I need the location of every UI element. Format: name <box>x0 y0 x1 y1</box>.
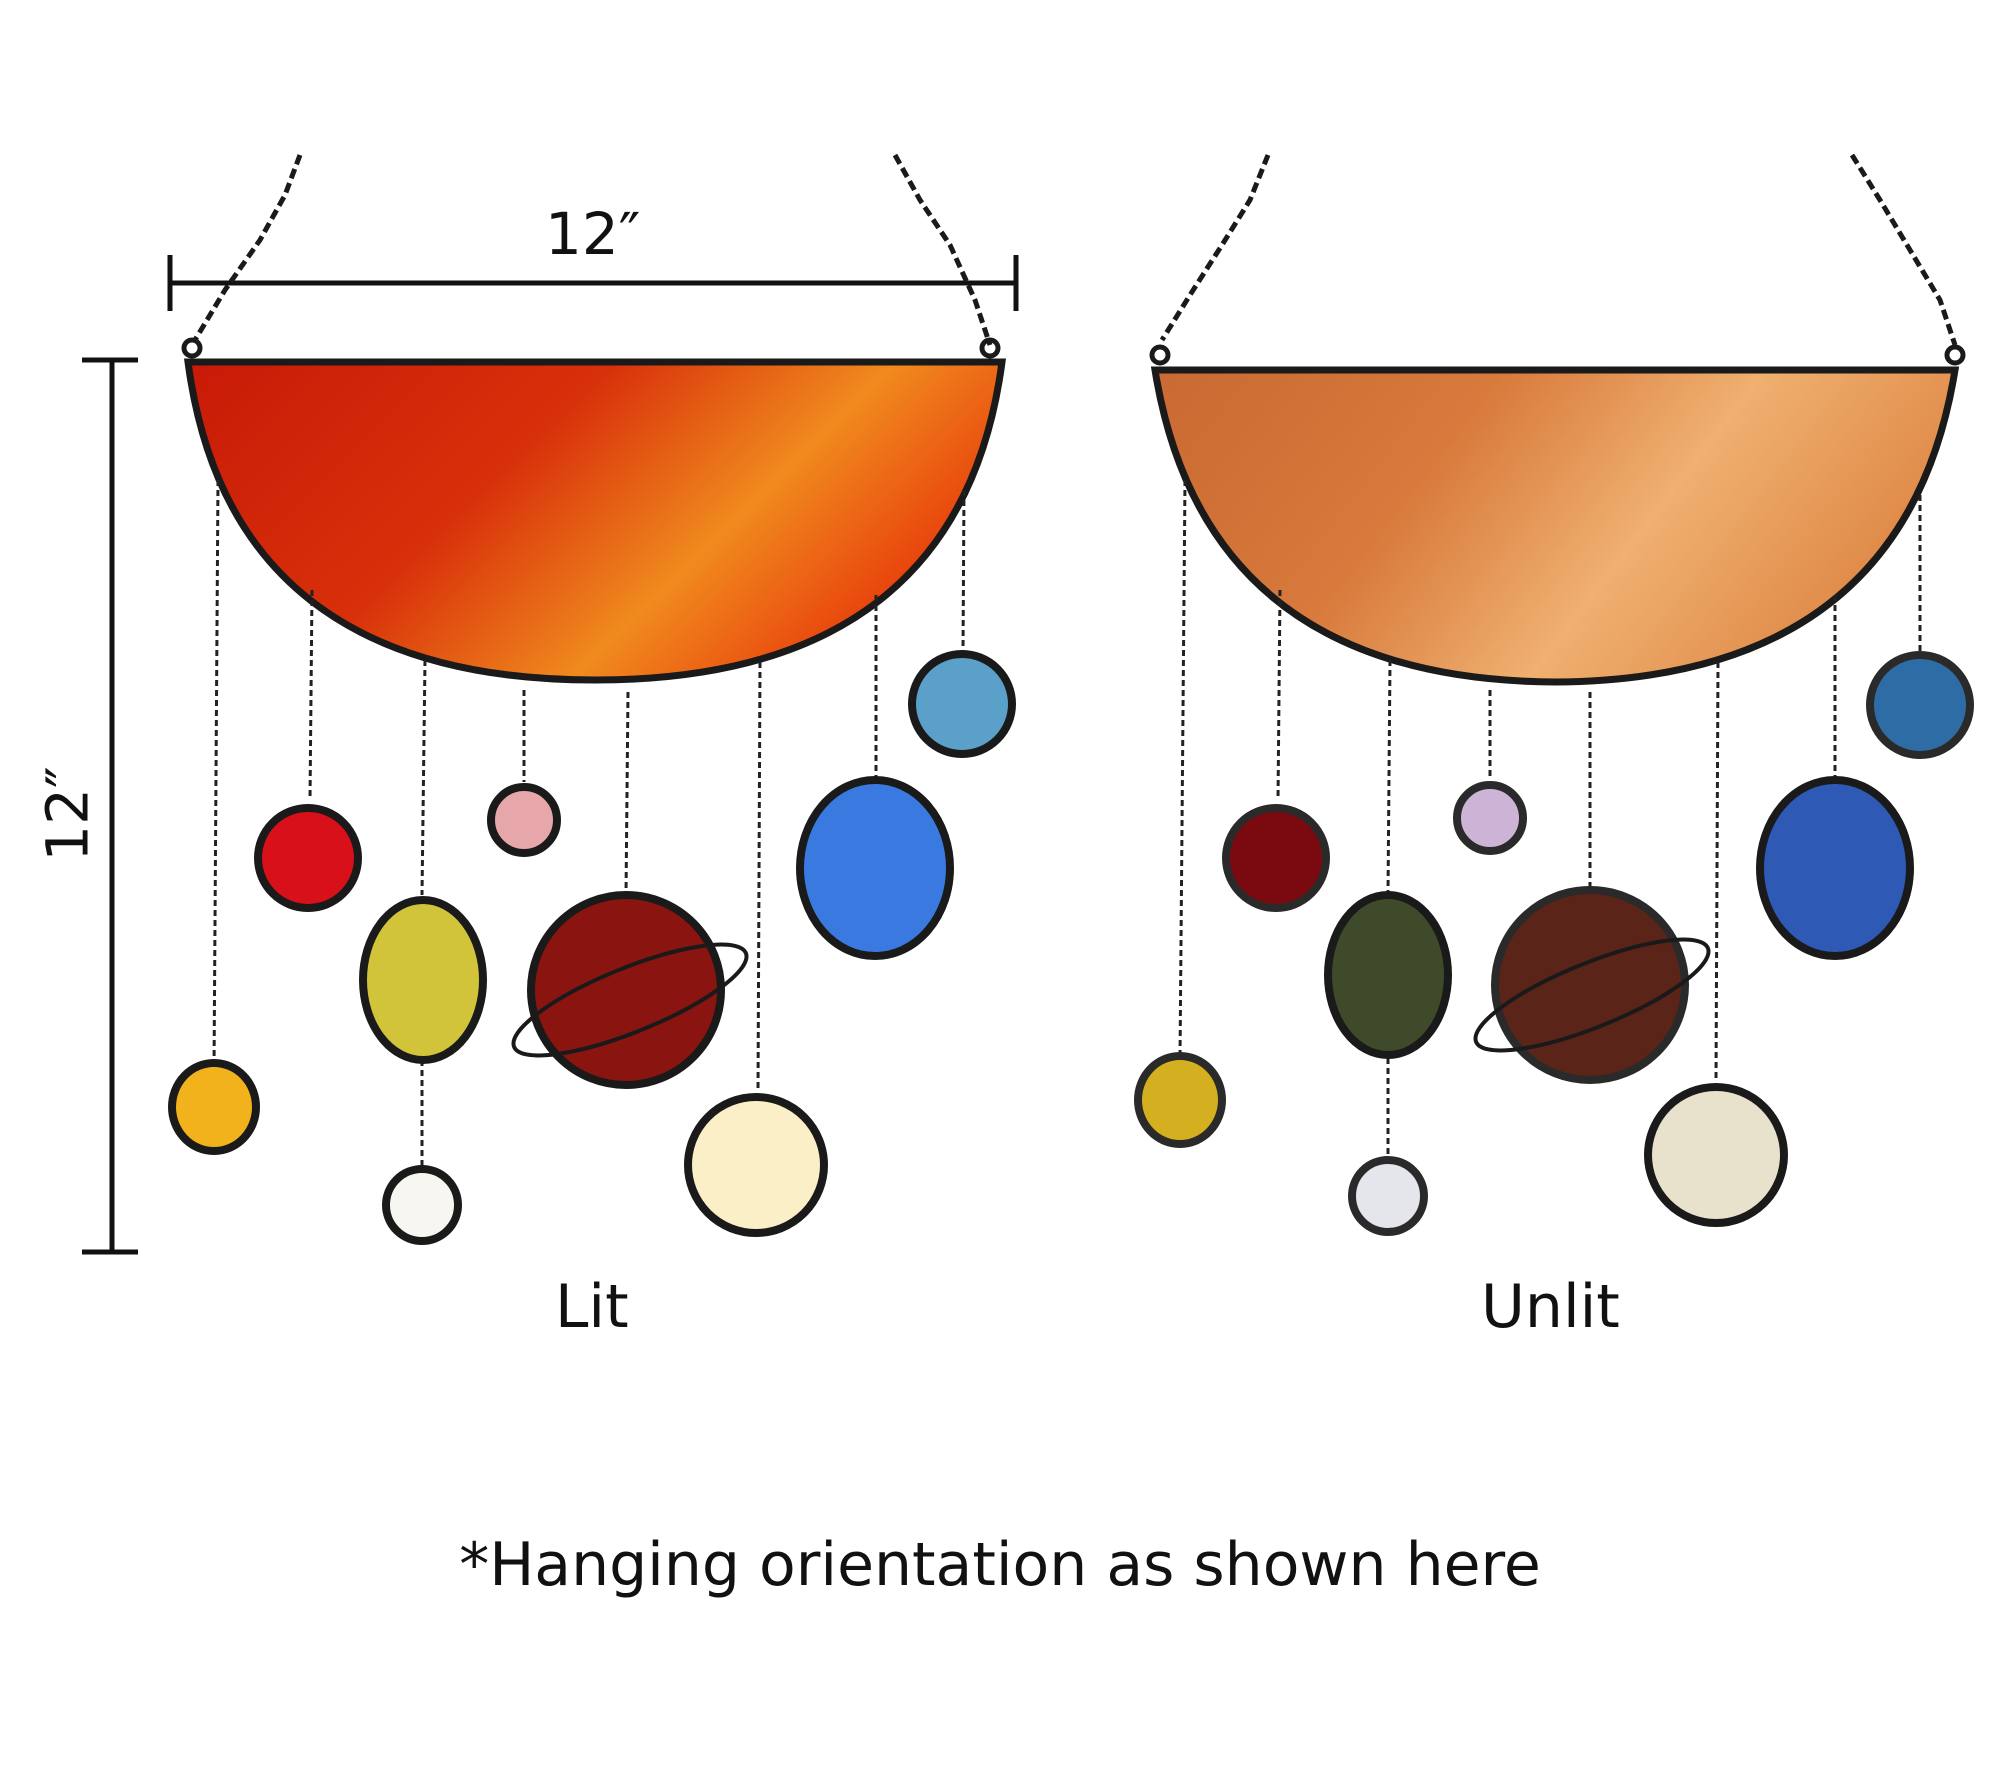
saturn-ring <box>1473 937 1711 1053</box>
planet-mercury <box>168 1059 260 1155</box>
hanging-orientation-note: *Hanging orientation as shown here <box>459 1530 1541 1600</box>
planet-venus <box>1644 1083 1788 1227</box>
width-dimension-label: 12″ <box>545 200 641 268</box>
height-dimension-label: 12″ <box>33 766 102 862</box>
lit-suncatcher <box>168 153 1016 1245</box>
sun-glass-panel <box>1150 366 1960 686</box>
planet-mars <box>254 804 362 912</box>
hanging-chain <box>1149 153 1966 366</box>
lit-caption: Lit <box>555 1272 629 1342</box>
planet-saturn <box>1491 886 1689 1084</box>
planet-saturn <box>527 891 725 1089</box>
planet-jupiter <box>1324 891 1452 1059</box>
planet-mars <box>1222 804 1330 912</box>
height-dimension-line <box>82 357 138 1255</box>
planet-neptune <box>796 776 954 960</box>
planet-pluto <box>1453 781 1527 855</box>
saturn-ring <box>511 942 749 1058</box>
planet-uranus <box>1866 651 1974 759</box>
planet-moon <box>1348 1156 1428 1236</box>
unlit-suncatcher <box>1134 153 1974 1236</box>
planet-uranus <box>908 650 1016 758</box>
planet-moon <box>382 1165 462 1245</box>
planet-mercury <box>1134 1052 1226 1148</box>
planet-pluto <box>487 783 561 857</box>
planet-venus <box>684 1093 828 1237</box>
planet-neptune <box>1756 776 1914 960</box>
planet-jupiter <box>359 896 487 1064</box>
planet-chains <box>1178 479 1922 1160</box>
unlit-caption: Unlit <box>1481 1272 1620 1342</box>
hanging-chain <box>181 153 1001 359</box>
sun-glass-panel <box>184 358 1006 684</box>
width-dimension-line <box>167 255 1019 311</box>
planet-chains <box>212 479 966 1168</box>
